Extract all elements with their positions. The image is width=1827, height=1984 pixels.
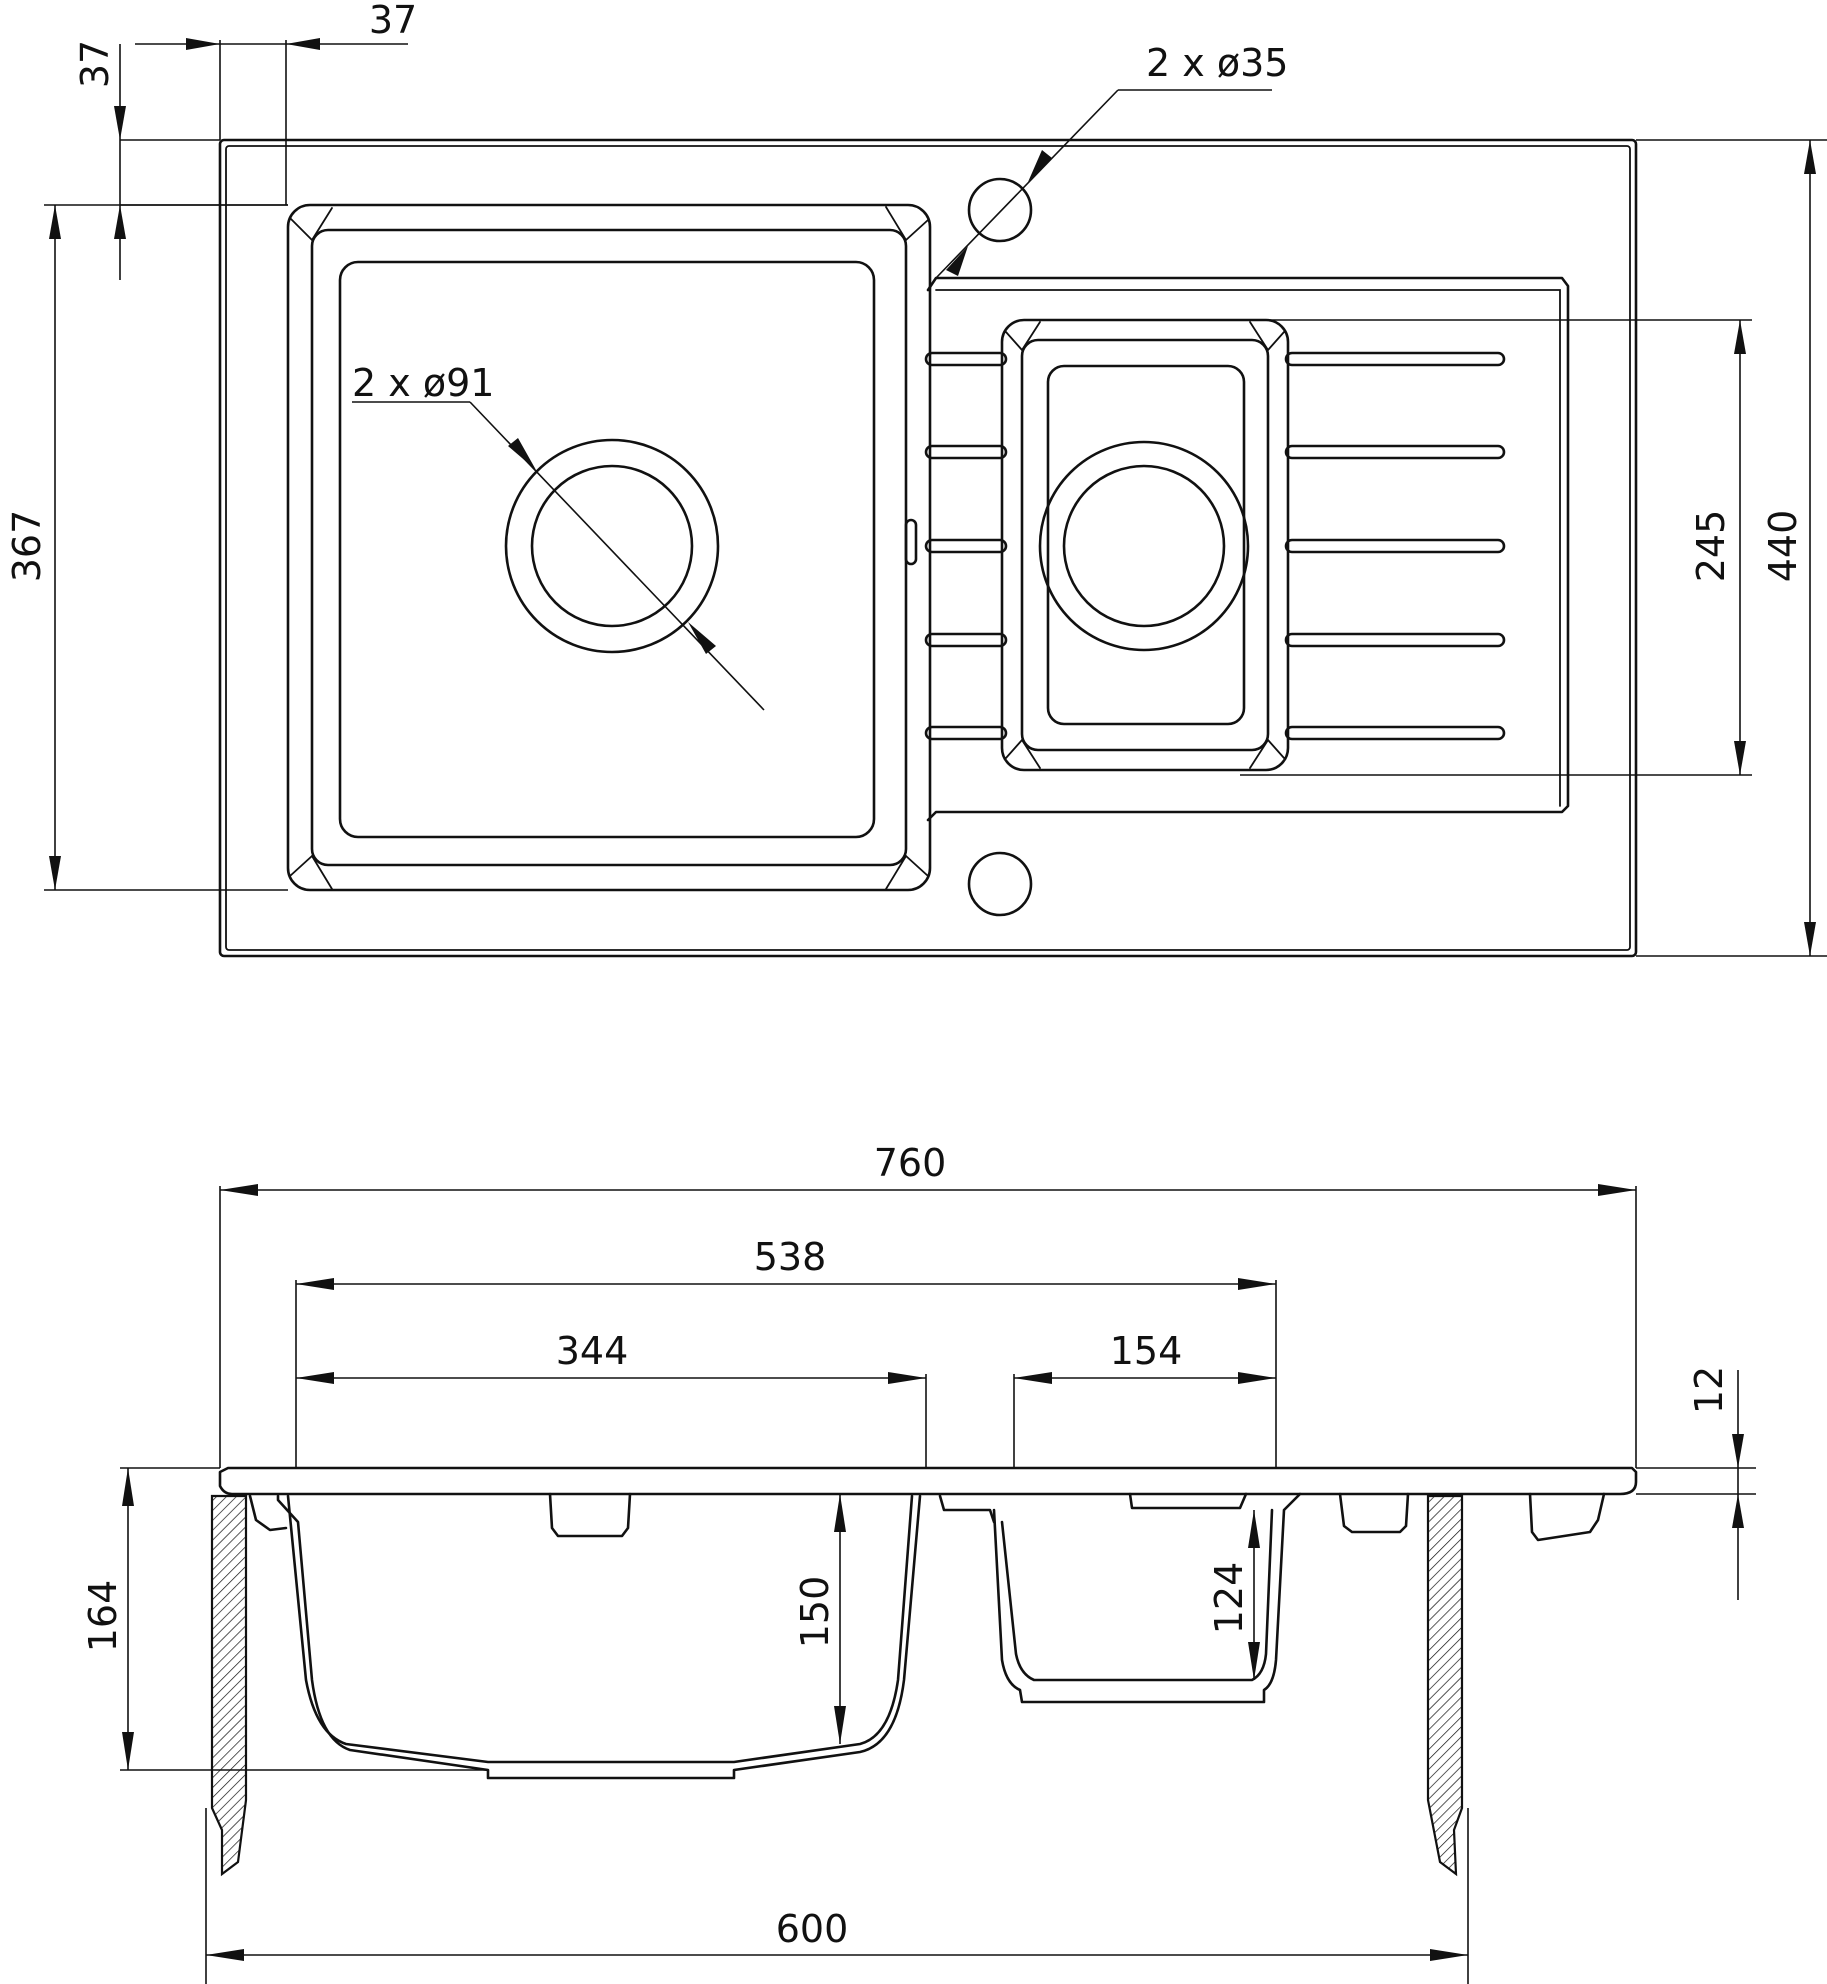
dim-depth-small: 245 bbox=[1240, 319, 1752, 776]
dim-depth-main-label: 367 bbox=[5, 510, 49, 583]
dim-width-main-bowl: 344 bbox=[296, 1329, 927, 1468]
dim-depth-total: 440 bbox=[1636, 139, 1827, 957]
overflow-slot bbox=[904, 518, 918, 566]
dim-width-small-bowl-label: 154 bbox=[1110, 1329, 1183, 1373]
dim-depth-main-bowl-label: 150 bbox=[793, 1576, 837, 1649]
cabinet-wall-right bbox=[1426, 1494, 1464, 1877]
dim-depth-main-bowl: 150 bbox=[793, 1494, 846, 1744]
cabinet-wall-left bbox=[210, 1494, 248, 1877]
dim-depth-total-label: 440 bbox=[1761, 510, 1805, 583]
dim-offset-y-label: 37 bbox=[73, 40, 117, 88]
dim-depth-small-bowl-label: 124 bbox=[1207, 1562, 1251, 1635]
rim-profile bbox=[218, 1466, 1638, 1496]
dim-width-main-bowl-label: 344 bbox=[556, 1329, 629, 1373]
dim-width-small-bowl: 154 bbox=[1013, 1329, 1276, 1468]
dim-width-bowls-label: 538 bbox=[754, 1235, 827, 1279]
drain-large-label: 2 x ø91 bbox=[352, 361, 494, 405]
tap-hole-upper bbox=[967, 177, 1033, 243]
dim-width-total-label: 760 bbox=[874, 1141, 947, 1185]
leader-hole-small: 2 x ø35 bbox=[935, 41, 1288, 279]
dim-offset-y: 37 bbox=[73, 40, 288, 280]
support-bump bbox=[548, 1492, 632, 1538]
small-bowl-top bbox=[1000, 318, 1290, 772]
leader-drain-large: 2 x ø91 bbox=[352, 361, 765, 711]
dim-height-total-label: 164 bbox=[81, 1580, 125, 1653]
dim-height-total: 164 bbox=[81, 1467, 488, 1771]
tap-hole-lower bbox=[967, 851, 1033, 917]
hole-small-label: 2 x ø35 bbox=[1146, 41, 1288, 85]
dim-offset-x: 37 bbox=[135, 0, 417, 205]
dim-cabinet-width-label: 600 bbox=[776, 1907, 849, 1951]
rim-lip-left bbox=[248, 1494, 288, 1532]
dim-offset-x-label: 37 bbox=[369, 0, 417, 42]
drainer-ribs bbox=[924, 351, 1506, 741]
side-view: 760 538 344 154 bbox=[81, 1141, 1756, 1984]
small-bowl-profile bbox=[992, 1492, 1302, 1704]
dim-rim-thickness-label: 12 bbox=[1687, 1366, 1731, 1414]
top-view: 37 37 367 245 bbox=[5, 0, 1827, 958]
dim-rim-thickness: 12 bbox=[1636, 1366, 1756, 1600]
main-bowl-profile bbox=[276, 1494, 922, 1780]
sink-outline bbox=[218, 138, 1638, 958]
dim-width-total: 760 bbox=[219, 1141, 1637, 1468]
dim-depth-small-label: 245 bbox=[1689, 510, 1733, 583]
dim-cabinet-width: 600 bbox=[205, 1808, 1469, 1984]
dim-width-bowls: 538 bbox=[295, 1235, 1277, 1468]
main-drain bbox=[504, 438, 720, 654]
sink-outline-inner bbox=[225, 145, 1631, 951]
dim-depth-small-bowl: 124 bbox=[1207, 1510, 1260, 1680]
drainer-recess bbox=[926, 276, 1570, 822]
dim-depth-main: 367 bbox=[5, 204, 288, 891]
small-drain bbox=[1038, 440, 1250, 652]
